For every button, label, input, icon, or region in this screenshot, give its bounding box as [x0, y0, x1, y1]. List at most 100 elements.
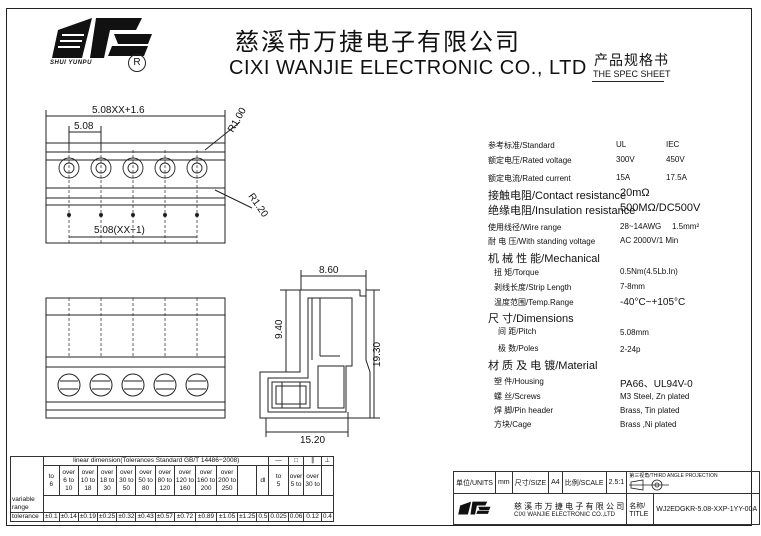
scale-label: 比例/SCALE	[561, 471, 607, 494]
spec-row: 参考标准/Standard	[488, 141, 555, 150]
spec-title-divider	[592, 81, 664, 82]
title-block-logo	[458, 501, 491, 515]
spec-sheet-title-en: THE SPEC SHEET	[593, 69, 671, 79]
row-label-variable-range: variable range	[10, 495, 44, 513]
geo-range-cell	[320, 465, 334, 496]
spec-value: 17.5A	[666, 173, 687, 182]
tolerance-value: ±1.25	[237, 511, 258, 522]
projection-symbol-icon	[629, 479, 670, 491]
spec-row: 焊 脚/Pin header	[494, 406, 554, 415]
spec-row: 耐 电 压/With standing voltage	[488, 237, 596, 246]
spec-value: 0.5Nm(4.5Lb.In)	[620, 267, 678, 276]
dim-bottom-span: 5.08(XX−1)	[94, 225, 145, 236]
company-name-en: CIXI WANJIE ELECTRONIC CO., LTD	[229, 57, 587, 79]
spec-row: 间 距/Pitch	[498, 327, 537, 336]
drawing-sheet	[6, 8, 752, 526]
spec-value: 5.08mm	[620, 328, 649, 337]
spec-value: -40°C~+105°C	[620, 297, 686, 308]
section-heading-material: 材 质 及 电 镀/Material	[488, 360, 598, 372]
spec-value: 500MΩ/DC500V	[620, 202, 701, 214]
tolerance-table-title: linear dimension(Tolerances Standard GB/…	[42, 456, 270, 466]
spec-row: 极 数/Poles	[498, 344, 539, 353]
row-label-tolerance: tolerance	[10, 511, 44, 522]
spec-row: 接触电阻/Contact resistance	[488, 190, 627, 202]
size-label: 尺寸/SIZE	[511, 471, 550, 494]
scale-value: 2.5:1	[605, 471, 628, 494]
spec-sheet-title-cn: 产品规格书	[594, 53, 669, 69]
spec-row: 额定电流/Rated current	[488, 174, 571, 183]
dim-side-width: 8.60	[319, 265, 339, 276]
title-block: 单位/UNITS mm 尺寸/SIZE A4 比例/SCALE 2.5:1 第三…	[452, 471, 761, 525]
dim-side-depth: 15.20	[300, 435, 325, 446]
dim-radius-1: R1.00	[226, 106, 249, 135]
top-view	[45, 142, 226, 244]
tolerance-table: linear dimension(Tolerances Standard GB/…	[10, 456, 334, 522]
logo-caption: SHUI YUNPU	[50, 60, 92, 66]
spec-value: 7-8mm	[620, 282, 645, 291]
geo-value: 0.025	[268, 511, 289, 522]
spec-row: 温度范围/Temp.Range	[494, 298, 574, 307]
geo-symbol: ∥	[303, 456, 322, 466]
tolerance-value: ±0.25	[97, 511, 118, 522]
dim-pitch: 5.08	[74, 121, 94, 132]
tolerance-value: ±0.32	[116, 511, 137, 522]
geo-symbol: ⊥	[320, 456, 334, 466]
spec-value: 2-24p	[620, 345, 641, 354]
company-name-cn: 慈溪市万捷电子有限公司	[235, 28, 521, 56]
spec-row: 塑 件/Housing	[494, 377, 544, 386]
spec-value: UL	[616, 140, 627, 149]
dim-side-height-2: 19.30	[372, 342, 383, 367]
spec-value: 300V	[616, 155, 635, 164]
section-heading-mechanical: 机 械 性 能/Mechanical	[488, 253, 600, 265]
spec-value: 20mΩ	[620, 187, 650, 199]
projection-label: 第三视角/THIRD ANGLE PROJECTION	[626, 471, 761, 494]
title-block-company-en: CIXI WANJIE ELECTRONIC CO.,LTD	[514, 511, 616, 518]
spec-value: 28~14AWG	[620, 222, 662, 231]
range-cell	[237, 465, 258, 496]
tolerance-value: ±1.05	[216, 511, 239, 522]
spec-value: M3 Steel, Zn plated	[620, 392, 690, 401]
spec-value: Brass ,Ni plated	[620, 420, 677, 429]
front-view	[45, 297, 226, 419]
geo-symbol: □	[287, 456, 305, 466]
registered-mark: R	[128, 54, 146, 72]
tolerance-value: ±0.1	[43, 511, 60, 522]
geo-value: 0.5	[256, 511, 270, 522]
spec-row: 螺 丝/Screws	[494, 392, 541, 401]
tolerance-value: ±0.19	[77, 511, 99, 522]
spec-value: 450V	[666, 155, 685, 164]
geo-value: 0.4	[320, 511, 334, 522]
part-number: WJ2EDGKR-5.08-XXP-1YY-00A	[653, 493, 761, 525]
geo-value: 0.06	[287, 511, 305, 522]
dim-side-height-1: 9.40	[274, 319, 285, 339]
spec-value: PA66、UL94V-0	[620, 379, 693, 390]
company-logo	[52, 18, 152, 58]
tolerance-value: ±0.43	[135, 511, 156, 522]
dim-overall-length: 5.08XX+1.6	[92, 105, 145, 116]
units-label: 单位/UNITS	[453, 471, 496, 494]
size-value: A4	[548, 471, 563, 494]
dl-label: dl	[256, 465, 270, 496]
title-block-company: 慈 溪 市 万 捷 电 子 有 限 公 司 CIXI WANJIE ELECTR…	[452, 493, 628, 525]
spec-value: AC 2000V/1 Min	[620, 236, 679, 245]
dim-radius-2: R1.20	[246, 191, 271, 220]
tolerance-value: ±0.57	[154, 511, 175, 522]
section-heading-dimensions: 尺 寸/Dimensions	[488, 313, 574, 325]
tolerance-value: ±0.14	[58, 511, 79, 522]
tolerance-value: ±0.89	[194, 511, 218, 522]
spec-row: 扭 矩/Torque	[494, 268, 539, 277]
